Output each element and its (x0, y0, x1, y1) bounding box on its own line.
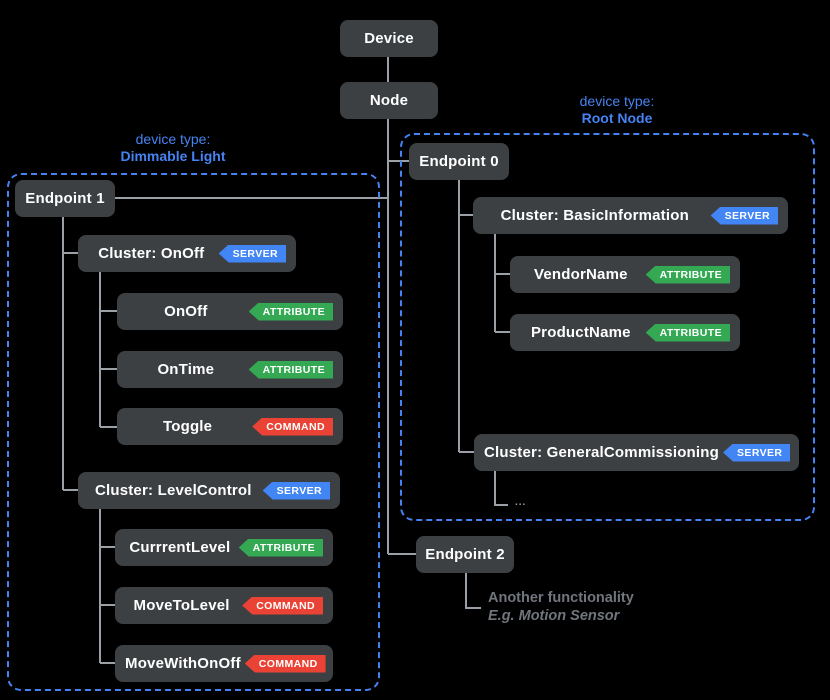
server-badge: SERVER (723, 443, 791, 462)
endpoint-2-annotation: Another functionality E.g. Motion Sensor (488, 589, 634, 625)
cluster-generalcommissioning-label: Cluster: GeneralCommissioning (484, 444, 720, 461)
group-root-node (400, 133, 815, 521)
group-dimmable-light (7, 173, 380, 691)
cluster-levelcontrol-label: Cluster: LevelControl (94, 482, 252, 499)
productname-label: ProductName (530, 324, 631, 341)
server-badge: SERVER (710, 206, 778, 225)
node-onoff-attribute: OnOff ATTRIBUTE (117, 293, 343, 330)
onoff-label: OnOff (164, 303, 208, 320)
node-cluster-basicinformation: Cluster: BasicInformation SERVER (473, 197, 788, 234)
node-endpoint-2: Endpoint 2 (416, 536, 514, 573)
movewithonoff-label: MoveWithOnOff (125, 655, 241, 672)
node-productname: ProductName ATTRIBUTE (510, 314, 740, 351)
node-endpoint-0: Endpoint 0 (409, 143, 509, 180)
annotation-line-2: E.g. Motion Sensor (488, 608, 620, 624)
node-ontime-attribute: OnTime ATTRIBUTE (117, 351, 343, 388)
ontime-label: OnTime (157, 361, 215, 378)
node-endpoint-1: Endpoint 1 (15, 180, 115, 217)
endpoint-0-label: Endpoint 0 (419, 153, 499, 170)
command-badge: COMMAND (244, 654, 326, 673)
node-toggle-command: Toggle COMMAND (117, 408, 343, 445)
vendorname-label: VendorName (533, 266, 628, 283)
node-cluster-generalcommissioning: Cluster: GeneralCommissioning SERVER (474, 434, 799, 471)
node-movewithonoff-command: MoveWithOnOff COMMAND (115, 645, 333, 682)
command-badge: COMMAND (242, 596, 323, 615)
endpoint-2-label: Endpoint 2 (425, 546, 505, 563)
node-currrentlevel-attribute: CurrrentLevel ATTRIBUTE (115, 529, 333, 566)
node-cluster-onoff: Cluster: OnOff SERVER (78, 235, 296, 272)
node-device-label: Device (364, 30, 414, 47)
command-badge: COMMAND (252, 417, 333, 436)
currrentlevel-label: CurrrentLevel (129, 539, 231, 556)
device-type-caption: device type: (135, 131, 211, 147)
group-label-root-node: device type: Root Node (507, 93, 727, 127)
node-cluster-levelcontrol: Cluster: LevelControl SERVER (78, 472, 340, 509)
group-label-dimmable-light: device type: Dimmable Light (63, 131, 283, 165)
node-node-label: Node (369, 92, 409, 109)
endpoint-1-label: Endpoint 1 (25, 190, 105, 207)
cluster-onoff-label: Cluster: OnOff (98, 245, 205, 262)
attribute-badge: ATTRIBUTE (645, 265, 730, 284)
node-vendorname: VendorName ATTRIBUTE (510, 256, 740, 293)
node-device: Device (340, 20, 438, 57)
server-badge: SERVER (262, 481, 330, 500)
server-badge: SERVER (218, 244, 286, 263)
cluster-basicinformation-label: Cluster: BasicInformation (500, 207, 689, 224)
device-type-name: Root Node (581, 110, 653, 126)
device-type-caption: device type: (579, 93, 655, 109)
more-items-ellipsis: ... (515, 497, 527, 508)
annotation-line-1: Another functionality (488, 590, 634, 606)
attribute-badge: ATTRIBUTE (248, 302, 333, 321)
attribute-badge: ATTRIBUTE (238, 538, 323, 557)
device-type-name: Dimmable Light (120, 148, 226, 164)
node-node: Node (340, 82, 438, 119)
movetolevel-label: MoveToLevel (133, 597, 230, 614)
attribute-badge: ATTRIBUTE (248, 360, 333, 379)
toggle-label: Toggle (162, 418, 213, 435)
node-movetolevel-command: MoveToLevel COMMAND (115, 587, 333, 624)
attribute-badge: ATTRIBUTE (645, 323, 730, 342)
